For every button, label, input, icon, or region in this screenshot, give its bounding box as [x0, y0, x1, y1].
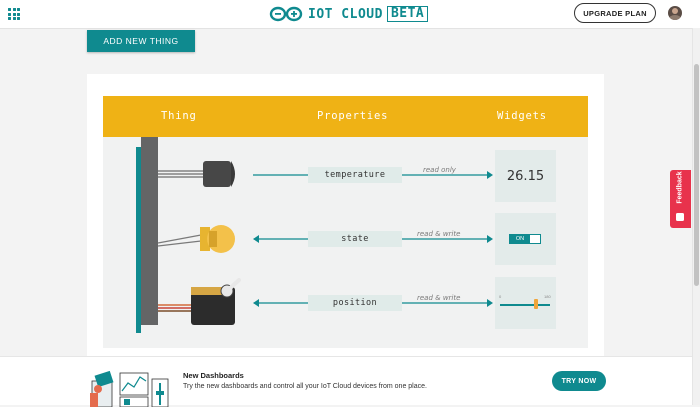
- user-avatar[interactable]: [668, 6, 682, 20]
- feedback-tab[interactable]: Feedback: [670, 170, 691, 228]
- thing-board-illustration: [136, 137, 241, 333]
- temperature-value: 26.15: [506, 168, 545, 184]
- slider-min-label: 0: [499, 294, 502, 299]
- diagram-header-banner: Thing Properties Widgets: [103, 96, 588, 137]
- column-widgets: Widgets: [497, 110, 547, 122]
- page-scrollbar[interactable]: [692, 28, 700, 405]
- upgrade-plan-button[interactable]: UPGRADE PLAN: [574, 3, 656, 23]
- top-header: IOT CLOUD BETA UPGRADE PLAN: [0, 0, 700, 29]
- beta-badge: BETA: [386, 6, 429, 22]
- column-thing: Thing: [161, 110, 197, 122]
- widget-value-display: 26.15: [495, 150, 556, 202]
- feedback-icon: [676, 213, 684, 221]
- slider-max-label: 180: [544, 294, 551, 299]
- widget-switch: ON: [495, 213, 556, 265]
- property-state: state: [308, 231, 402, 247]
- widget-slider: 0 180: [495, 277, 556, 329]
- access-read-write: read & write: [417, 294, 461, 302]
- slider-thumb: [534, 299, 538, 309]
- empty-state-card: Thing Properties Widgets: [87, 74, 604, 364]
- switch-toggle: ON: [509, 234, 541, 244]
- property-position: position: [308, 295, 402, 311]
- promo-description: Try the new dashboards and control all y…: [183, 383, 427, 390]
- brand-logo-link[interactable]: IOT CLOUD BETA: [269, 5, 429, 23]
- arduino-infinity-icon: [269, 6, 303, 22]
- property-temperature: temperature: [308, 167, 402, 183]
- access-read-only: read only: [423, 166, 456, 174]
- thing-diagram: temperature state position read only rea…: [103, 137, 588, 348]
- new-dashboards-promo: New Dashboards Try the new dashboards an…: [0, 356, 692, 407]
- apps-grid-icon[interactable]: [8, 8, 20, 20]
- add-new-thing-button[interactable]: ADD NEW THING: [87, 30, 195, 52]
- try-now-button[interactable]: TRY NOW: [552, 371, 606, 391]
- switch-on-label: ON: [510, 235, 530, 243]
- scrollbar-thumb[interactable]: [694, 64, 699, 286]
- dashboards-illustration: [90, 370, 169, 407]
- brand-name: IOT CLOUD: [308, 6, 383, 22]
- promo-title: New Dashboards: [183, 371, 244, 380]
- slider-track: [500, 304, 550, 306]
- feedback-label: Feedback: [676, 171, 684, 204]
- column-properties: Properties: [317, 110, 389, 122]
- access-read-write: read & write: [417, 230, 461, 238]
